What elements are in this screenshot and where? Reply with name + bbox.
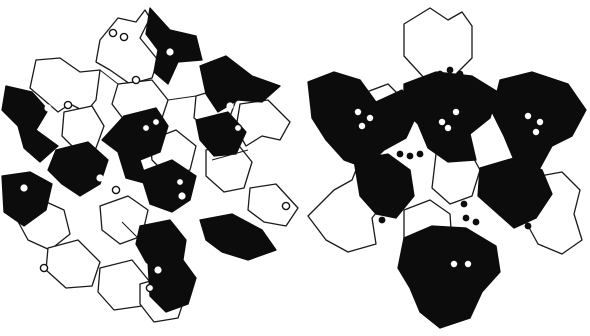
dot — [367, 115, 373, 121]
eye — [64, 101, 71, 108]
eye — [40, 264, 47, 271]
eye — [282, 202, 289, 209]
eye — [20, 184, 27, 191]
white-bird-far-right — [236, 100, 290, 146]
dot — [529, 211, 536, 218]
eye — [234, 124, 241, 131]
eye — [178, 192, 185, 199]
eye — [112, 186, 119, 193]
dot — [523, 199, 530, 206]
eye — [152, 118, 159, 125]
eye — [176, 178, 183, 185]
eye — [44, 104, 51, 111]
dot — [463, 215, 470, 222]
eye — [226, 102, 233, 109]
dot — [439, 119, 445, 125]
eye — [132, 76, 139, 83]
eye — [120, 33, 127, 40]
dot — [359, 123, 365, 129]
dot — [417, 151, 424, 158]
dot — [497, 179, 504, 186]
dot — [533, 129, 539, 135]
dot — [525, 113, 531, 119]
dot — [447, 67, 454, 74]
dot — [451, 261, 457, 267]
dot — [445, 125, 451, 131]
eye — [154, 266, 161, 273]
dot — [355, 109, 361, 115]
dot — [407, 153, 414, 160]
dot — [485, 181, 492, 188]
white-trefoil-top — [404, 8, 472, 80]
dot — [453, 109, 459, 115]
dark-bird-left-mid — [48, 142, 108, 196]
eye — [166, 48, 173, 55]
dot — [525, 223, 532, 230]
dot — [379, 189, 386, 196]
dot — [437, 71, 444, 78]
dot — [537, 119, 543, 125]
right-trefoil-tessellation — [300, 0, 590, 336]
dot — [397, 151, 404, 158]
dark-trefoil-bottom — [398, 226, 500, 328]
dark-trefoil-upper-center — [404, 72, 498, 162]
eye — [146, 284, 153, 291]
dot — [457, 71, 464, 78]
eye — [52, 118, 59, 125]
dot — [503, 189, 510, 196]
left-bird-tessellation — [0, 0, 300, 336]
white-bird-far-right-low — [248, 184, 298, 226]
eye — [142, 124, 149, 131]
dot — [473, 219, 480, 226]
dot — [509, 103, 516, 110]
dot — [465, 261, 471, 267]
eye — [96, 174, 103, 181]
dot — [383, 203, 390, 210]
dark-bird-top-center — [146, 8, 202, 84]
white-bird-bottom-left — [46, 240, 100, 288]
dot — [461, 201, 468, 208]
eye — [109, 29, 116, 36]
dot — [379, 217, 386, 224]
